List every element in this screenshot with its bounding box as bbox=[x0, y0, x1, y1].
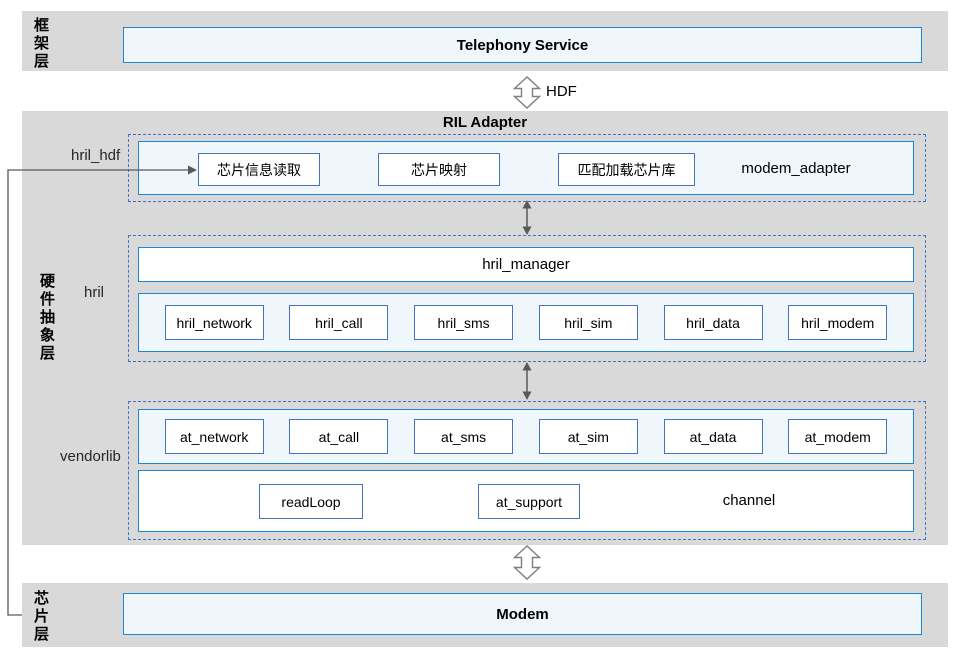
read-loop-box: readLoop bbox=[259, 484, 363, 519]
hril-hdf-section-label: hril_hdf bbox=[71, 147, 121, 164]
at-modem-box: at_modem bbox=[788, 419, 888, 454]
modem-box: Modem bbox=[123, 593, 922, 635]
hal-layer-label: 硬件抽象层 bbox=[38, 273, 55, 363]
vendorlib-section-label: vendorlib bbox=[60, 448, 121, 465]
framework-layer-label: 框架层 bbox=[32, 17, 49, 71]
hdf-label: HDF bbox=[546, 83, 577, 100]
at-sim-box: at_sim bbox=[538, 419, 638, 454]
ril-adapter-title: RIL Adapter bbox=[442, 114, 528, 131]
hdf-double-arrow-icon bbox=[512, 76, 542, 109]
hril-call-box: hril_call bbox=[289, 305, 389, 340]
modem-adapter-container: 芯片信息读取 芯片映射 匹配加载芯片库 modem_adapter bbox=[138, 141, 914, 195]
channel-container: readLoop at_support channel bbox=[138, 470, 914, 532]
hril-network-box: hril_network bbox=[164, 305, 264, 340]
telephony-service-box: Telephony Service bbox=[123, 27, 922, 63]
at-call-box: at_call bbox=[289, 419, 389, 454]
hril-sms-box: hril_sms bbox=[414, 305, 514, 340]
at-sms-box: at_sms bbox=[414, 419, 514, 454]
hril-modem-box: hril_modem bbox=[788, 305, 888, 340]
at-network-box: at_network bbox=[164, 419, 264, 454]
hril-manager-box: hril_manager bbox=[138, 247, 914, 282]
chip-map-box: 芯片映射 bbox=[378, 153, 500, 186]
at-modules-row: at_network at_call at_sms at_sim at_data… bbox=[138, 409, 914, 464]
hril-section-label: hril bbox=[84, 284, 105, 301]
modem-adapter-tag: modem_adapter bbox=[741, 160, 851, 177]
vendorlib-modem-double-arrow-icon bbox=[512, 545, 542, 580]
hril-data-box: hril_data bbox=[663, 305, 763, 340]
chip-layer-label: 芯片层 bbox=[32, 590, 49, 644]
chip-info-read-box: 芯片信息读取 bbox=[198, 153, 320, 186]
chip-lib-load-box: 匹配加载芯片库 bbox=[558, 153, 695, 186]
hril-modules-row: hril_network hril_call hril_sms hril_sim… bbox=[138, 293, 914, 352]
at-support-box: at_support bbox=[478, 484, 580, 519]
at-data-box: at_data bbox=[663, 419, 763, 454]
hril-sim-box: hril_sim bbox=[538, 305, 638, 340]
channel-tag: channel bbox=[722, 492, 776, 509]
